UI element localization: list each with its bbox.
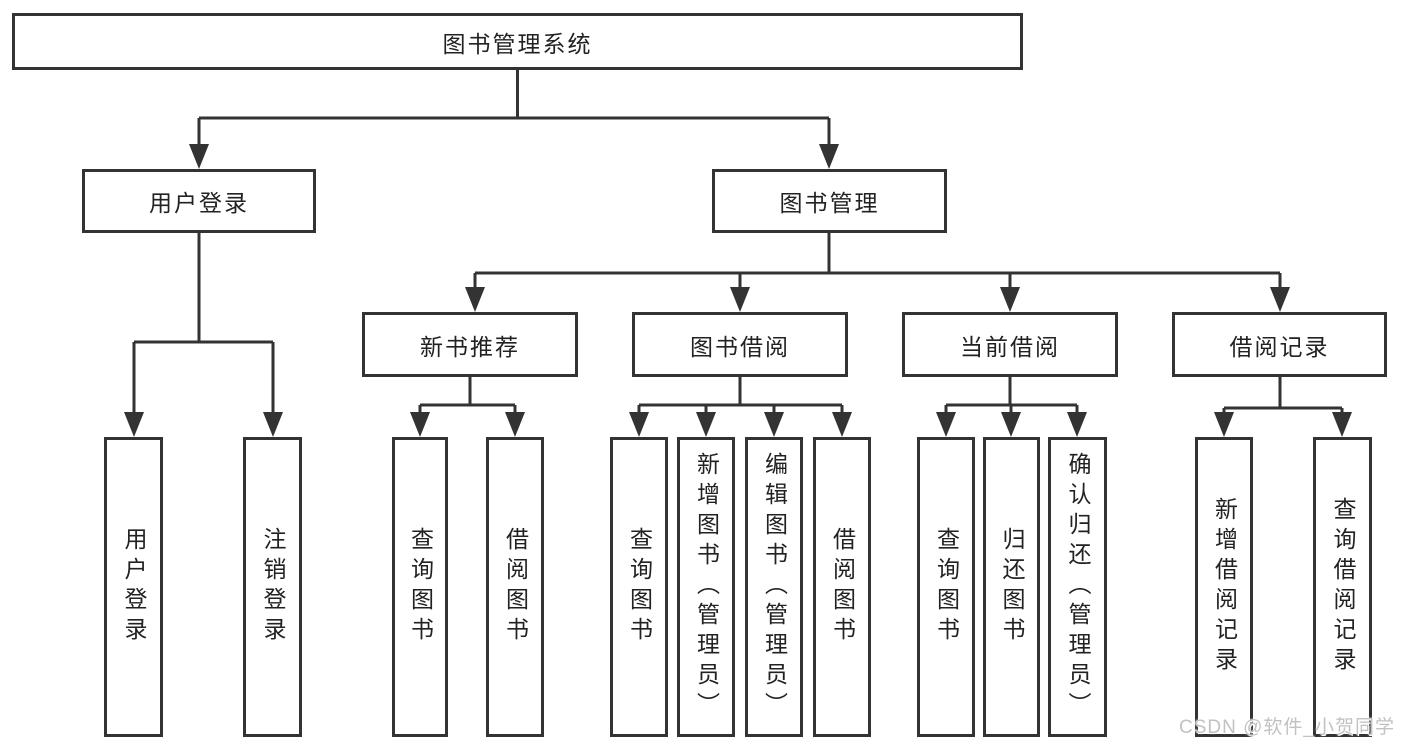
node-new-book-recommend-label: 新书推荐 [420, 333, 520, 360]
leaf-query-books-recommend: 查询图书 [392, 437, 448, 737]
watermark: CSDN @软件_小贺同学 [1179, 717, 1395, 738]
node-root-label: 图书管理系统 [442, 30, 593, 57]
arrowhead [1332, 412, 1352, 437]
leaf-query-borrow-record: 查询借阅记录 [1313, 437, 1372, 737]
connector-records-to-leaves [1222, 377, 1344, 414]
node-book-management: 图书管理 [712, 169, 947, 233]
leaf-edit-book-admin-label: 编辑图书（管理员） [761, 452, 788, 722]
arrowhead [1067, 412, 1087, 437]
leaf-query-borrow-record-label: 查询借阅记录 [1330, 497, 1356, 677]
arrowhead [124, 412, 144, 437]
arrowhead [1270, 287, 1290, 312]
leaf-query-books-current-label: 查询图书 [933, 527, 960, 647]
connector-newbook-to-leaves [418, 377, 517, 414]
node-current-borrow-label: 当前借阅 [960, 333, 1060, 360]
leaf-query-books-borrow-label: 查询图书 [626, 527, 653, 647]
node-user-login: 用户登录 [82, 169, 316, 233]
leaf-borrow-books-recommend-label: 借阅图书 [502, 527, 529, 647]
connector-bookmgmt-to-level3 [473, 233, 1282, 289]
connector-root-to-level2 [197, 70, 831, 146]
connector-borrow-to-leaves [637, 377, 844, 414]
arrowhead [1000, 287, 1020, 312]
arrowhead [629, 412, 649, 437]
leaf-logout: 注销登录 [243, 437, 302, 737]
node-borrow-records: 借阅记录 [1172, 312, 1387, 377]
leaf-logout-label: 注销登录 [260, 527, 286, 647]
leaf-return-book-label: 归还图书 [999, 527, 1025, 647]
node-root: 图书管理系统 [12, 13, 1023, 70]
leaf-add-book-admin-label: 新增图书（管理员） [693, 452, 720, 722]
arrowhead [1001, 412, 1021, 437]
leaf-borrow-books-label: 借阅图书 [829, 527, 856, 647]
arrowhead [730, 287, 750, 312]
leaf-confirm-return-admin: 确认归还（管理员） [1048, 437, 1107, 737]
leaf-query-books-borrow: 查询图书 [610, 437, 668, 737]
leaf-query-books-recommend-label: 查询图书 [407, 527, 434, 647]
leaf-borrow-books: 借阅图书 [813, 437, 871, 737]
node-book-management-label: 图书管理 [779, 190, 880, 216]
node-book-borrow-label: 图书借阅 [690, 333, 790, 360]
arrowhead [1214, 412, 1234, 437]
arrowhead [936, 412, 956, 437]
leaf-add-book-admin: 新增图书（管理员） [677, 437, 735, 737]
leaf-return-book: 归还图书 [983, 437, 1040, 737]
leaf-add-borrow-record-label: 新增借阅记录 [1211, 497, 1238, 677]
arrowhead [189, 144, 209, 169]
arrowhead [696, 412, 716, 437]
arrowhead [410, 412, 430, 437]
connector-current-to-leaves [944, 377, 1079, 414]
leaf-user-login: 用户登录 [104, 437, 163, 737]
node-user-login-label: 用户登录 [149, 190, 249, 216]
arrowhead [819, 144, 839, 169]
arrowhead [465, 287, 485, 312]
arrowhead [764, 412, 784, 437]
node-book-borrow: 图书借阅 [632, 312, 848, 377]
leaf-user-login-label: 用户登录 [121, 527, 147, 647]
leaf-edit-book-admin: 编辑图书（管理员） [745, 437, 803, 737]
node-current-borrow: 当前借阅 [902, 312, 1118, 377]
leaf-borrow-books-recommend: 借阅图书 [486, 437, 544, 737]
arrowhead [263, 412, 283, 437]
leaf-query-books-current: 查询图书 [917, 437, 975, 737]
node-new-book-recommend: 新书推荐 [362, 312, 578, 377]
connector-userlogin-to-leaves [132, 233, 275, 414]
arrowhead [832, 412, 852, 437]
leaf-confirm-return-admin-label: 确认归还（管理员） [1065, 452, 1091, 722]
node-borrow-records-label: 借阅记录 [1229, 333, 1330, 360]
leaf-add-borrow-record: 新增借阅记录 [1195, 437, 1253, 737]
arrowhead [505, 412, 525, 437]
